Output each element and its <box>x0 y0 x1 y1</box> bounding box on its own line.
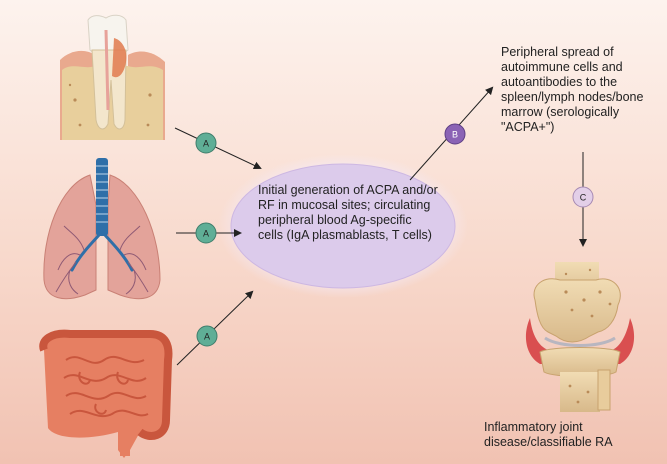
spread-node-text: Peripheral spread of autoimmune cells an… <box>501 45 644 134</box>
arrow-gut-to-center <box>176 290 254 366</box>
badge-a-gut: A <box>196 325 218 347</box>
svg-text:B: B <box>452 130 458 140</box>
outcome-node-text: Inflammatory joint disease/classifiable … <box>484 420 613 449</box>
tooth-icon <box>60 14 165 140</box>
center-ellipse <box>230 163 456 289</box>
intestine-icon <box>39 329 173 458</box>
svg-text:A: A <box>203 139 209 149</box>
svg-text:A: A <box>203 229 209 239</box>
arrow-tooth-to-center <box>174 127 262 170</box>
badge-a-lung: A <box>195 222 217 244</box>
center-node-text: Initial generation of ACPA and/or RF in … <box>258 183 438 242</box>
badge-b: B <box>444 123 466 145</box>
svg-text:A: A <box>204 332 210 342</box>
badge-a-tooth: A <box>195 132 217 154</box>
lungs-icon <box>43 158 161 300</box>
knee-joint-icon <box>525 262 635 412</box>
badge-c: C <box>572 186 594 208</box>
svg-text:C: C <box>580 193 587 203</box>
